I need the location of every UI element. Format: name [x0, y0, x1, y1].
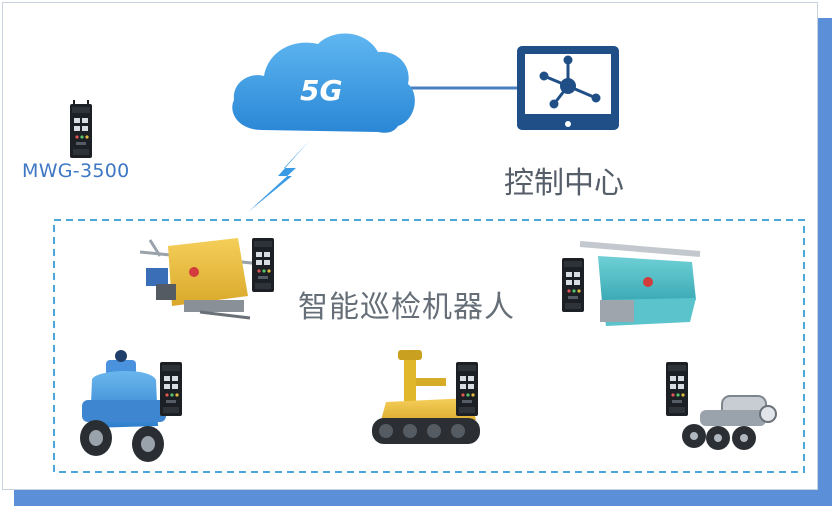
lightning-icon [248, 140, 310, 212]
control-center-label: 控制中心 [504, 166, 624, 201]
gateway-device-icon [562, 258, 584, 312]
rail-robot-icon [579, 241, 701, 326]
wheeled-robot-icon [80, 350, 166, 462]
rail-robot-icon [139, 238, 263, 320]
cloud-icon [232, 33, 415, 133]
gateway-label: MWG-3500 [22, 160, 130, 182]
cloud-label: 5G [300, 74, 343, 107]
gateway-device-icon [456, 362, 478, 416]
robot-group-label: 智能巡检机器人 [298, 290, 515, 325]
gateway-device-icon [252, 238, 274, 292]
gateway-device-icon [70, 100, 92, 158]
network-hub-icon [539, 55, 601, 109]
tracked-robot-icon [372, 350, 480, 444]
pipe-crawler-robot-icon [682, 395, 777, 450]
gateway-device-icon [160, 362, 182, 416]
robot-region [53, 219, 805, 473]
gateway-device-icon [666, 362, 688, 416]
